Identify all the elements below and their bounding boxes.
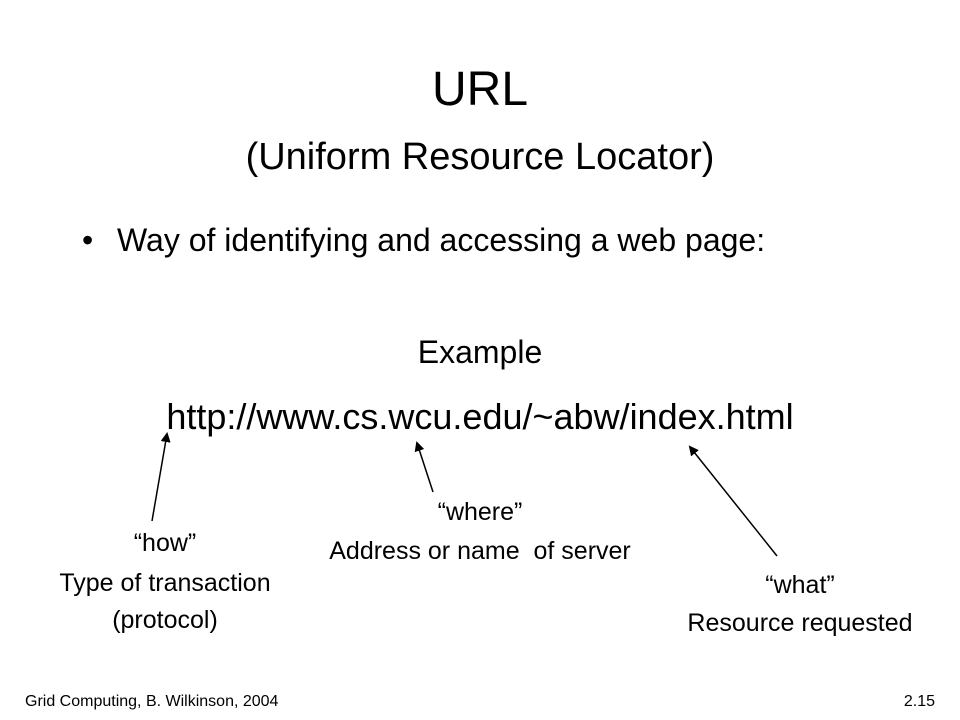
- where-arrow: [414, 441, 434, 493]
- what-arrow: [688, 445, 778, 557]
- slide-subtitle: (Uniform Resource Locator): [245, 136, 715, 178]
- what-description: Resource requested: [687, 609, 913, 637]
- how-arrow: [151, 432, 171, 522]
- slide-number: 2.15: [903, 693, 935, 710]
- footer-credit: Grid Computing, B. Wilkinson, 2004: [25, 693, 279, 710]
- slide-title: URL: [431, 63, 529, 116]
- where-quote: “where”: [437, 498, 523, 526]
- bullet-marker: •: [82, 222, 94, 258]
- where-description: Address or name of server: [329, 537, 631, 565]
- how-protocol-note: (protocol): [112, 606, 218, 634]
- what-quote: “what”: [765, 571, 835, 599]
- example-label: Example: [417, 334, 543, 370]
- example-url: http://www.cs.wcu.edu/~abw/index.html: [166, 396, 794, 437]
- bullet-text: Way of identifying and accessing a web p…: [117, 222, 766, 258]
- how-description: Type of transaction: [59, 569, 271, 597]
- how-quote: “how”: [133, 529, 197, 557]
